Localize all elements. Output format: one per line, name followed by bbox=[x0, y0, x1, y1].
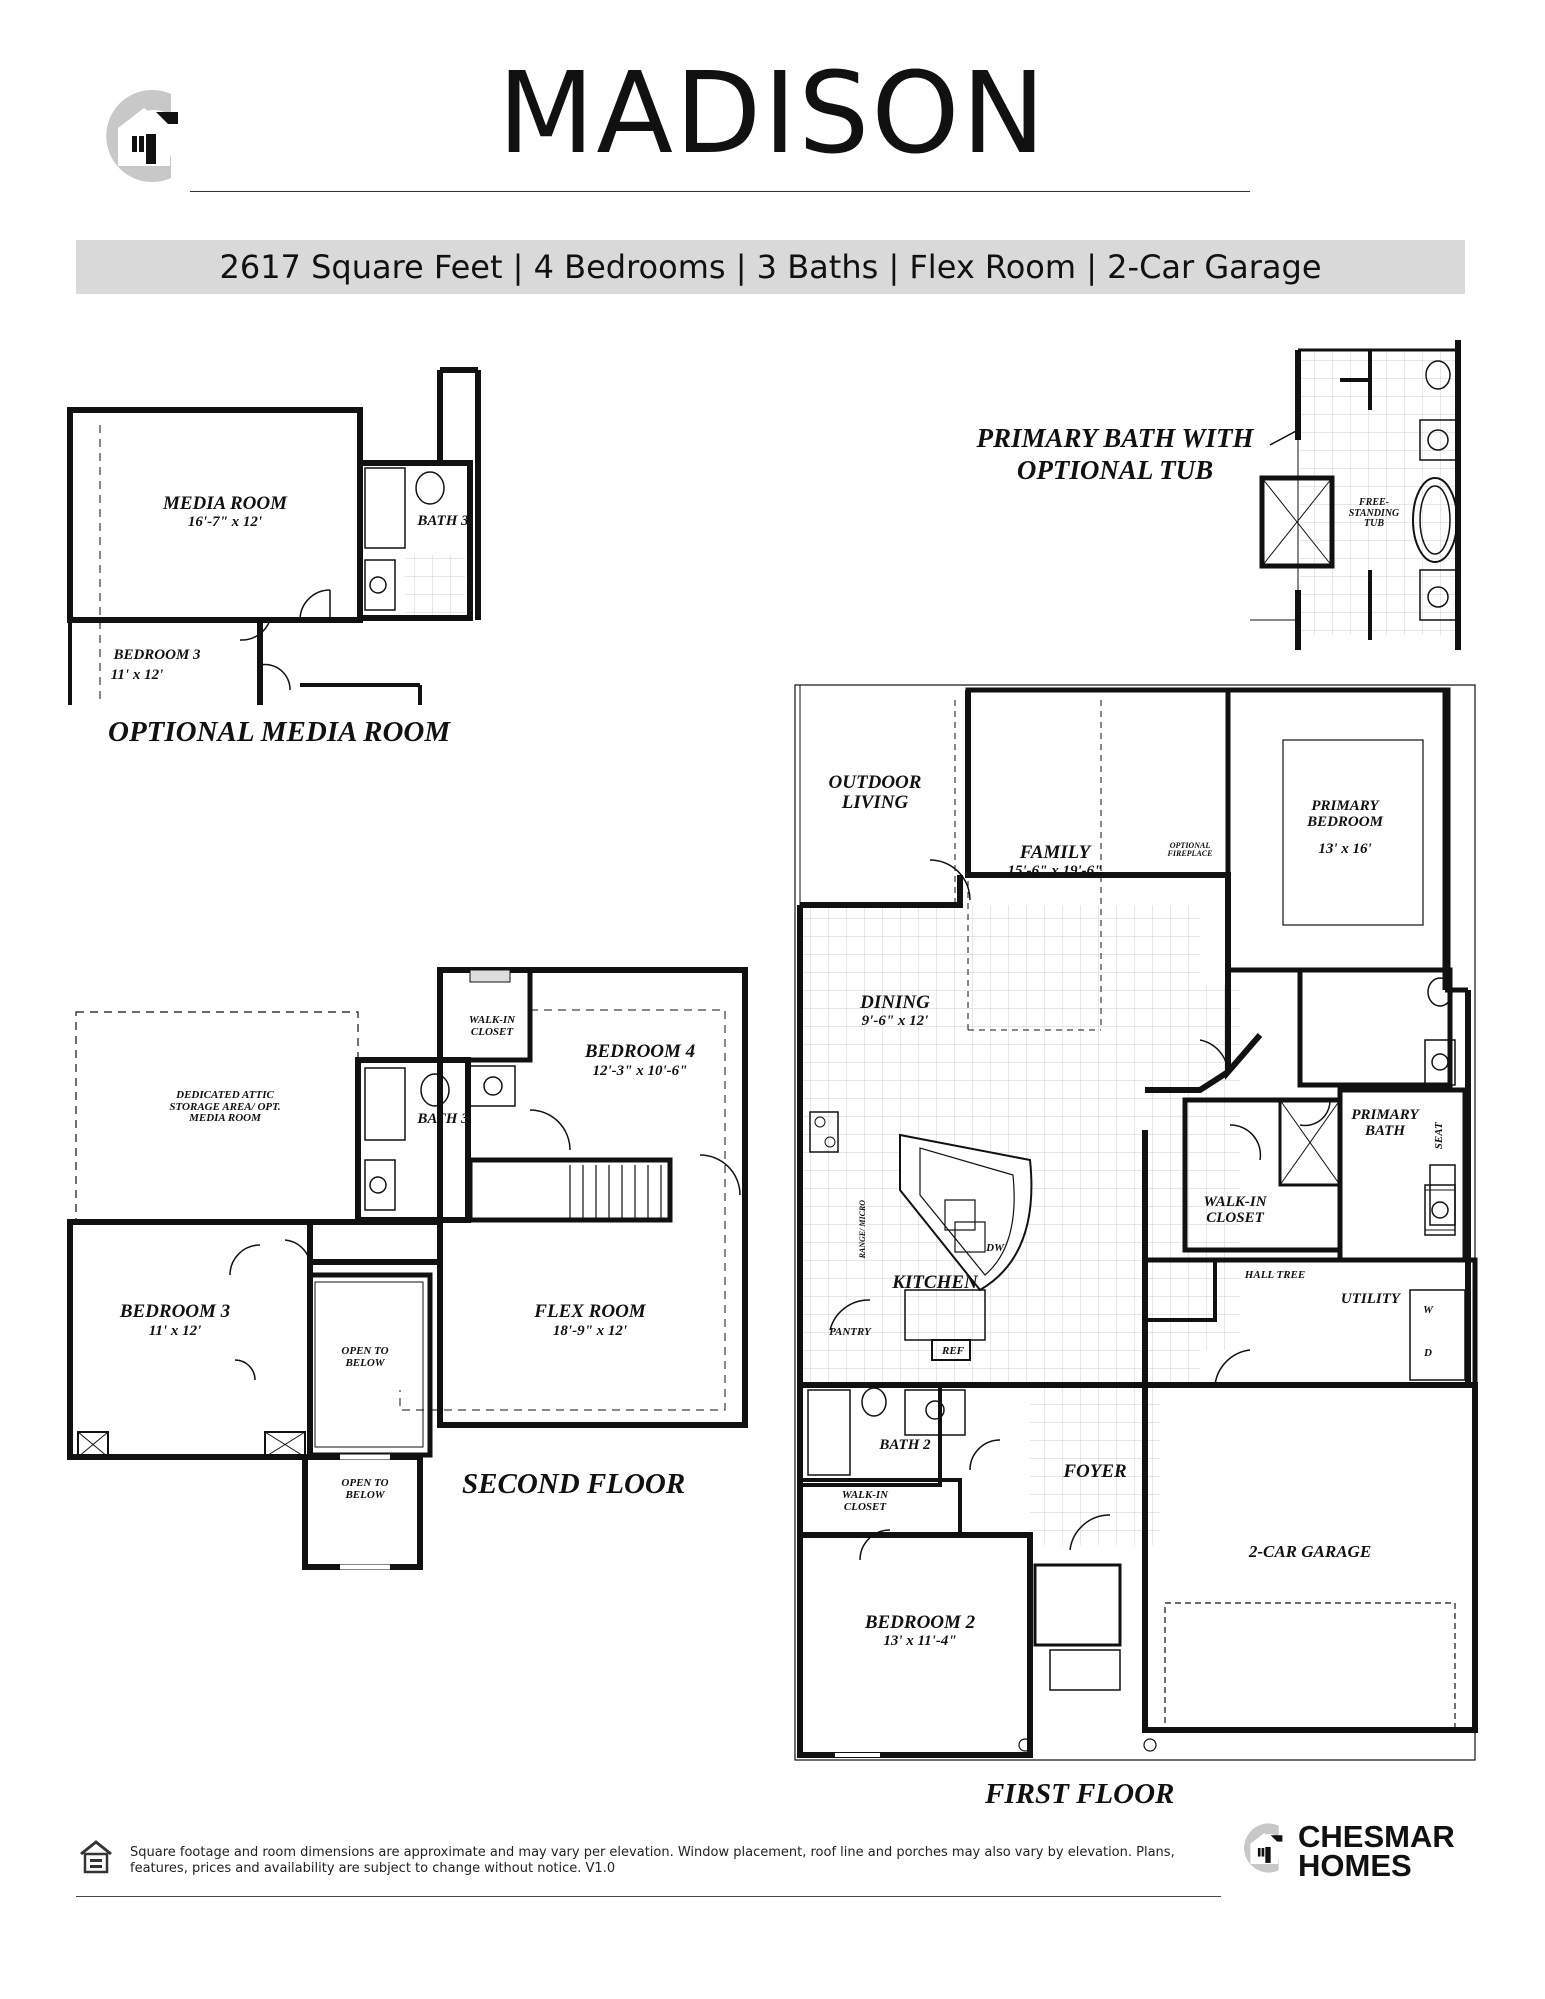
optional-fireplace-label: OPTIONAL FIREPLACE bbox=[1167, 841, 1213, 859]
family-label: FAMILY bbox=[1019, 842, 1091, 863]
optional-media-room-plan bbox=[67, 367, 481, 705]
disclaimer: Square footage and room dimensions are a… bbox=[130, 1845, 1175, 1877]
primary-bedroom-dim: 13' x 16' bbox=[1318, 841, 1372, 857]
bedroom4-dim: 12'-3" x 10'-6" bbox=[592, 1063, 688, 1079]
range-micro-label: RANGE/ MICRO bbox=[857, 1199, 867, 1259]
sf-bath3-label: BATH 3 bbox=[417, 1111, 469, 1127]
primary-bath-label: PRIMARY BATH bbox=[1351, 1107, 1419, 1139]
outdoor-living-label: OUTDOOR LIVING bbox=[828, 772, 922, 813]
dining-label: DINING bbox=[860, 992, 930, 1013]
flex-room-label: FLEX ROOM bbox=[534, 1301, 646, 1322]
walk-in-closet-label: WALK-IN CLOSET bbox=[1203, 1194, 1267, 1226]
media-room-label: MEDIA ROOM bbox=[162, 493, 288, 514]
plan-title: MADISON bbox=[497, 49, 1048, 179]
brand-line-2: HOMES bbox=[1298, 1848, 1412, 1884]
sf-bedroom3-dim: 11' x 12' bbox=[148, 1323, 202, 1339]
dw-label: DW bbox=[986, 1242, 1004, 1254]
second-floor-plan bbox=[67, 967, 748, 1570]
ref-label: REF bbox=[941, 1345, 964, 1357]
open-to-below-label-2: OPEN TO BELOW bbox=[341, 1477, 389, 1501]
dryer-label: D bbox=[1424, 1347, 1432, 1359]
foyer-label: FOYER bbox=[1063, 1461, 1127, 1482]
caption-optional-media-room: OPTIONAL MEDIA ROOM bbox=[108, 716, 451, 748]
washer-label: W bbox=[1423, 1304, 1433, 1316]
dining-dim: 9'-6" x 12' bbox=[861, 1013, 929, 1029]
kitchen-label: KITCHEN bbox=[892, 1272, 978, 1293]
brand-name: CHESMAR HOMES bbox=[1298, 1819, 1455, 1884]
bedroom2-dim: 13' x 11'-4" bbox=[883, 1633, 957, 1649]
primary-bedroom-label: PRIMARY BEDROOM bbox=[1307, 798, 1383, 830]
chesmar-footer-logo-icon bbox=[1244, 1823, 1283, 1873]
bedroom2-label: BEDROOM 2 bbox=[864, 1612, 976, 1633]
bedroom4-label: BEDROOM 4 bbox=[584, 1041, 696, 1062]
opt-bedroom3-label: BEDROOM 3 bbox=[113, 647, 201, 663]
seat-label: SEAT bbox=[1433, 1122, 1446, 1150]
family-dim: 15'-6" x 19'-6" bbox=[1007, 863, 1103, 879]
equal-housing-icon bbox=[80, 1840, 112, 1874]
caption-first-floor: FIRST FLOOR bbox=[985, 1778, 1175, 1810]
sf-walkin-closet-label: WALK-IN CLOSET bbox=[468, 1014, 516, 1038]
bath2-label: BATH 2 bbox=[879, 1437, 931, 1453]
summary-bar: 2617 Square Feet | 4 Bedrooms | 3 Baths … bbox=[76, 240, 1465, 294]
primary-bath-option-plan bbox=[1250, 340, 1461, 650]
utility-label: UTILITY bbox=[1340, 1291, 1401, 1307]
footer-rule bbox=[76, 1896, 1221, 1897]
title-rule bbox=[190, 191, 1250, 192]
brand-line-1: CHESMAR bbox=[1298, 1819, 1455, 1854]
first-floor-plan bbox=[794, 684, 1478, 1761]
caption-second-floor: SECOND FLOOR bbox=[462, 1468, 686, 1500]
attic-storage-label: DEDICATED ATTIC STORAGE AREA/ OPT. MEDIA… bbox=[169, 1089, 281, 1125]
opt-bath3-label: BATH 3 bbox=[417, 513, 469, 529]
hall-tree-label: HALL TREE bbox=[1244, 1269, 1306, 1281]
summary-text: 2617 Square Feet | 4 Bedrooms | 3 Baths … bbox=[219, 248, 1322, 286]
flex-room-dim: 18'-9" x 12' bbox=[552, 1323, 628, 1339]
garage-label: 2-CAR GARAGE bbox=[1248, 1542, 1372, 1561]
caption-primary-bath-option: PRIMARY BATH WITH OPTIONAL TUB bbox=[976, 423, 1254, 486]
media-room-dim: 16'-7" x 12' bbox=[187, 514, 263, 530]
pantry-label: PANTRY bbox=[829, 1326, 871, 1338]
sf-bedroom3-label: BEDROOM 3 bbox=[119, 1301, 231, 1322]
chesmar-logo bbox=[106, 90, 178, 182]
opt-bedroom3-dim: 11' x 12' bbox=[110, 667, 164, 683]
free-standing-tub-label: FREE-STANDING TUB bbox=[1348, 497, 1400, 529]
walk-in-closet2-label: WALK-IN CLOSET bbox=[841, 1489, 889, 1513]
open-to-below-label-1: OPEN TO BELOW bbox=[341, 1345, 389, 1369]
